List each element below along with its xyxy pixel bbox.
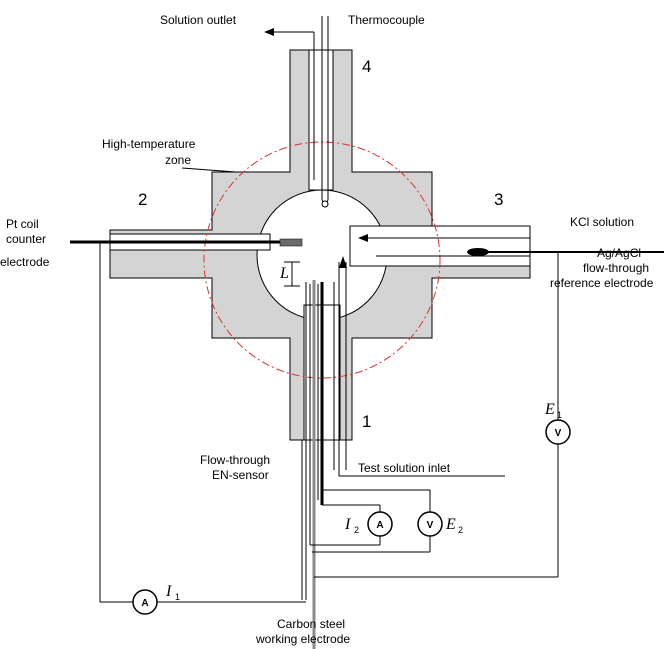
l-symbol: L (279, 265, 289, 282)
port-1: 1 (362, 412, 371, 431)
carbon-steel-label-1: Carbon steel (277, 617, 345, 631)
i1-subscript: 1 (175, 592, 180, 602)
top-bore (308, 49, 334, 191)
i2-symbol: I (344, 516, 351, 533)
agcl-tip (467, 248, 489, 256)
outlet-arrow (264, 28, 274, 36)
svg-text:V: V (555, 428, 562, 439)
sensor-label-1: Flow-through (200, 453, 270, 467)
high-temp-label-2: zone (165, 153, 191, 167)
kcl-label: KCl solution (570, 215, 634, 229)
test-inlet-label: Test solution inlet (358, 461, 451, 475)
thermocouple-label: Thermocouple (348, 13, 425, 27)
i2-subscript: 2 (354, 525, 359, 535)
kcl-arrow (358, 234, 368, 242)
svg-text:V: V (427, 520, 434, 531)
svg-text:A: A (376, 520, 383, 531)
pt-label-2: counter (6, 232, 46, 246)
port-2: 2 (138, 190, 147, 209)
e2-symbol: E (445, 516, 456, 533)
e2-subscript: 2 (458, 525, 463, 535)
high-temp-leader (181, 167, 237, 173)
e1-symbol: E (544, 401, 555, 418)
port-3: 3 (494, 190, 503, 209)
ammeter-i1: A (132, 589, 158, 615)
sensor-label-2: EN-sensor (212, 468, 269, 482)
voltmeter-e1: V (545, 419, 571, 445)
ref-label-2: flow-through (583, 261, 649, 275)
i1-symbol: I (165, 583, 172, 600)
port-4: 4 (362, 57, 371, 76)
inlet-arrow (339, 256, 347, 268)
svg-text:A: A (141, 598, 148, 609)
pt-label-1: Pt coil (6, 217, 39, 231)
solution-outlet-label: Solution outlet (160, 13, 237, 27)
pt-coil (279, 238, 303, 247)
carbon-steel-label-2: working electrode (255, 632, 350, 646)
high-temp-label-1: High-temperature (102, 137, 196, 151)
ref-label-1: Ag/AgCl (597, 246, 641, 260)
thermocouple-junction (321, 200, 329, 208)
ammeter-i2: A (367, 511, 393, 537)
e1-subscript: 1 (557, 410, 562, 420)
pt-label-3: electrode (0, 255, 50, 269)
ref-label-3: reference electrode (550, 276, 654, 290)
voltmeter-e2: V (417, 511, 443, 537)
